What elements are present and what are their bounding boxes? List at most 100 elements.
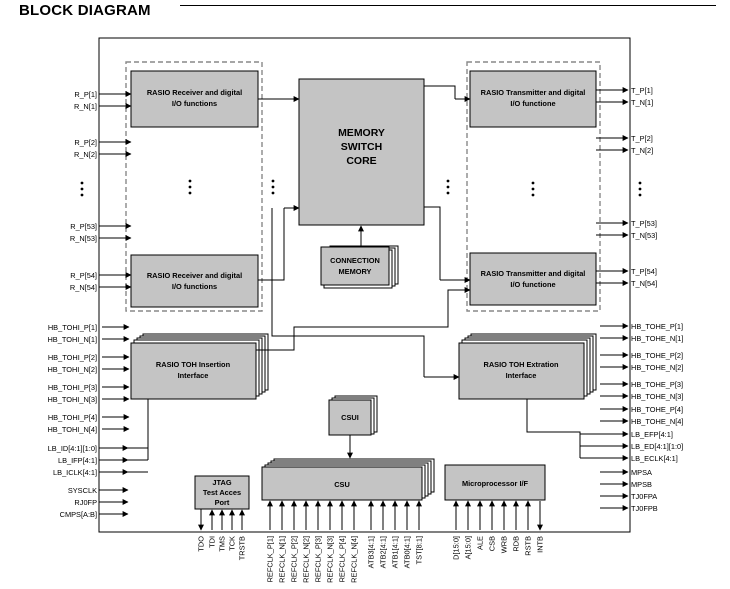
left-misc-label: SYSCLK — [68, 486, 97, 495]
memory-label-3: CORE — [346, 155, 376, 167]
mp-pin-label: D[15:0] — [452, 536, 461, 560]
csu-stack — [261, 458, 435, 501]
tx-block-bottom — [469, 252, 597, 306]
left-toh-label: HB_TOHI_N[3] — [47, 395, 97, 404]
jtag-label-3: Port — [215, 498, 230, 507]
lb-output-bus — [526, 399, 581, 458]
right-toh-label: HB_TOHE_P[1] — [631, 322, 683, 331]
wire-core-to-toh-ext — [271, 208, 425, 377]
toh-ins-label-1: RASIO TOH Insertion — [156, 360, 231, 369]
toh-extraction-stack — [458, 333, 597, 400]
right-signal-label: T_N[2] — [631, 146, 653, 155]
csu-pin-label: TST[8:1] — [415, 536, 424, 564]
left-misc-label: CMPS[A:B] — [60, 510, 97, 519]
mpif-label: Microprocessor I/F — [462, 479, 529, 488]
toh-insertion-stack — [130, 333, 269, 400]
right-toh-label: HB_TOHE_P[2] — [631, 351, 683, 360]
left-lb-label: LB_IFP[4:1] — [58, 456, 97, 465]
left-toh-label: HB_TOHI_N[1] — [47, 335, 97, 344]
wire-core-tx-top — [424, 85, 456, 99]
chip-outline — [98, 37, 631, 533]
csu-pin-label: REFCLK_P[3] — [314, 536, 323, 582]
right-misc-label: MPSB — [631, 480, 652, 489]
toh-ext-label-2: Interface — [506, 371, 537, 380]
left-signal-label: R_P[54] — [70, 271, 97, 280]
csu-pin-label: REFCLK_N[3] — [326, 536, 335, 583]
left-lb-label: LB_ICLK[4:1] — [53, 468, 97, 477]
tx-top-label-2: I/O functione — [510, 99, 555, 108]
mp-pin-label: INTB — [536, 536, 545, 553]
right-signal-label: T_N[53] — [631, 231, 657, 240]
microprocessor-if-block — [444, 464, 546, 501]
right-lb-label: LB_ECLK[4:1] — [631, 454, 678, 463]
right-misc-label: TJ0FPB — [631, 504, 658, 513]
csu-pin-label: REFCLK_N[4] — [350, 536, 359, 583]
tx-block-top — [469, 70, 597, 128]
left-toh-label: HB_TOHI_P[4] — [48, 413, 97, 422]
csui-label: CSUI — [341, 413, 359, 422]
ellipsis-dots — [80, 179, 642, 197]
memory-label-2: SWITCH — [341, 141, 382, 153]
mp-pin-label: ALE — [476, 536, 485, 550]
mp-pin-label: CSB — [488, 536, 497, 551]
right-lb-label: LB_EFP[4:1] — [631, 430, 673, 439]
left-signal-label: R_P[2] — [74, 138, 97, 147]
rx-block-top — [130, 70, 259, 128]
csu-pin-label: ATB2[4:1] — [379, 536, 388, 568]
jtag-pin-label: TDI — [208, 536, 217, 548]
csu-pin-label: REFCLK_N[2] — [302, 536, 311, 583]
csu-pin-label: REFCLK_P[4] — [338, 536, 347, 582]
jtag-pin-label: TRSTB — [238, 536, 247, 560]
left-lb-label: LB_ID[4:1][1:0] — [48, 444, 97, 453]
conn-mem-label-1: CONNECTION — [330, 256, 380, 265]
right-lb-label: LB_ED[4:1][1:0] — [631, 442, 683, 451]
csu-pin-label: REFCLK_P[2] — [290, 536, 299, 582]
wire-rx-bottom-out — [258, 208, 285, 281]
right-signal-label: T_P[54] — [631, 267, 657, 276]
csu-pin-label: REFCLK_N[1] — [278, 536, 287, 583]
tx-top-label-1: RASIO Transmitter and digital — [481, 88, 586, 97]
left-toh-label: HB_TOHI_P[3] — [48, 383, 97, 392]
memory-switch-core — [298, 78, 425, 226]
right-signal-label: T_N[54] — [631, 279, 657, 288]
left-toh-label: HB_TOHI_N[2] — [47, 365, 97, 374]
csu-pin-label: ATB1[4:1] — [391, 536, 400, 568]
right-misc-label: MPSA — [631, 468, 652, 477]
rx-bottom-label-2: I/O functions — [172, 282, 217, 291]
jtag-pin-label: TDO — [197, 536, 206, 552]
diagram-heading: BLOCK DIAGRAM — [19, 2, 151, 19]
left-signal-label: R_N[2] — [74, 150, 97, 159]
right-signal-label: T_P[2] — [631, 134, 653, 143]
conn-mem-label-2: MEMORY — [339, 267, 372, 276]
right-toh-label: HB_TOHE_N[3] — [631, 392, 683, 401]
connection-memory-stack — [320, 245, 399, 289]
mp-pin-label: RDB — [512, 536, 521, 552]
right-toh-label: HB_TOHE_N[2] — [631, 363, 683, 372]
right-signal-label: T_P[53] — [631, 219, 657, 228]
heading-rule — [180, 5, 716, 6]
csu-pin-label: ATB3[4:1] — [367, 536, 376, 568]
rx-block-bottom — [130, 254, 259, 308]
left-toh-label: HB_TOHI_P[1] — [48, 323, 97, 332]
left-misc-label: RJ0FP — [74, 498, 97, 507]
signal-layer: R_P[1]R_N[1]R_P[2]R_N[2]R_P[53]R_N[53]R_… — [47, 86, 683, 583]
right-toh-label: HB_TOHE_N[1] — [631, 334, 683, 343]
csu-pin-label: REFCLK_P[1] — [266, 536, 275, 582]
right-signal-label: T_N[1] — [631, 98, 653, 107]
right-toh-label: HB_TOHE_N[4] — [631, 417, 683, 426]
tx-bottom-label-2: I/O functione — [510, 280, 555, 289]
left-signal-label: R_N[1] — [74, 102, 97, 111]
tx-bottom-label-1: RASIO Transmitter and digital — [481, 269, 586, 278]
toh-ext-label-1: RASIO TOH Extration — [483, 360, 558, 369]
memory-label-1: MEMORY — [338, 127, 385, 139]
jtag-pin-label: TCK — [228, 536, 237, 551]
right-toh-label: HB_TOHE_P[4] — [631, 405, 683, 414]
left-signal-label: R_P[53] — [70, 222, 97, 231]
toh-ins-label-2: Interface — [178, 371, 209, 380]
jtag-pin-label: TMS — [218, 536, 227, 552]
mp-pin-label: WRB — [500, 536, 509, 553]
right-misc-label: TJ0FPA — [631, 492, 657, 501]
csui-stack — [328, 395, 378, 436]
csu-pin-label: ATB0[4:1] — [403, 536, 412, 568]
